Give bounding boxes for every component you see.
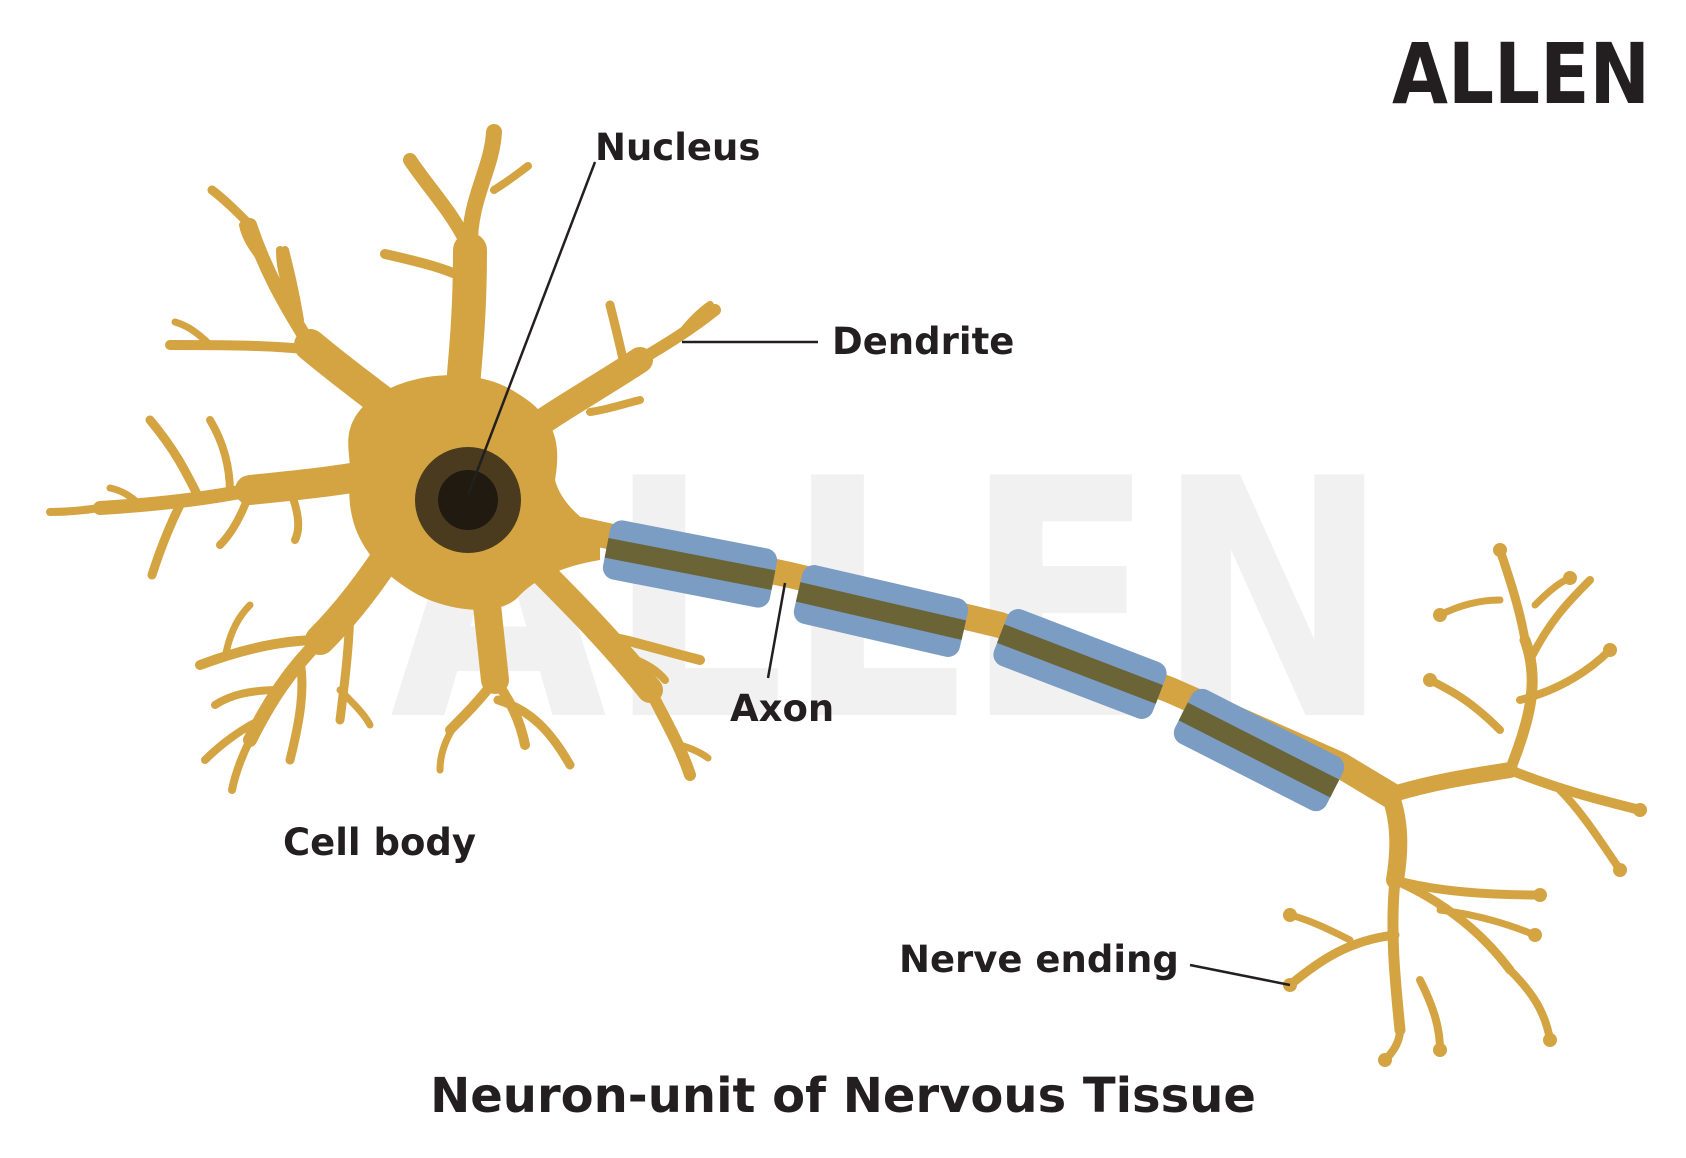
axon-core [604, 537, 776, 591]
neuron [46, 124, 1647, 1067]
label-cell-body: Cell body [283, 821, 476, 864]
leader-lines [466, 161, 1291, 987]
synaptic-knob [1603, 643, 1617, 657]
synaptic-knob [1633, 803, 1647, 817]
synaptic-knob [1563, 571, 1577, 585]
axon-core [1178, 702, 1340, 798]
synaptic-knob [1533, 888, 1547, 902]
synaptic-knob [1433, 1043, 1447, 1057]
allen-logo: ALLEN [1392, 25, 1650, 123]
synaptic-knob [1528, 928, 1542, 942]
synaptic-knob [1543, 1033, 1557, 1047]
synaptic-knob [1613, 863, 1627, 877]
axon-core [997, 624, 1163, 704]
axon-core [795, 582, 967, 640]
nucleus-pointer-line [466, 161, 597, 496]
diagram-title: Neuron-unit of Nervous Tissue [430, 1068, 1256, 1124]
nerve-ending-pointer-line [1189, 963, 1291, 987]
synaptic-knob [1283, 908, 1297, 922]
myelin-sheaths [602, 520, 1345, 812]
synaptic-knob [1378, 1053, 1392, 1067]
synaptic-knob [1433, 608, 1447, 622]
label-axon: Axon [730, 687, 834, 730]
label-nucleus: Nucleus [595, 126, 760, 169]
synaptic-knob [1493, 543, 1507, 557]
dendrites [46, 124, 721, 794]
synaptic-knob [1423, 673, 1437, 687]
label-dendrite: Dendrite [832, 320, 1014, 363]
nucleus-inner [438, 470, 498, 530]
label-nerve-ending: Nerve ending [899, 938, 1179, 981]
axon-pointer-line [766, 582, 787, 679]
